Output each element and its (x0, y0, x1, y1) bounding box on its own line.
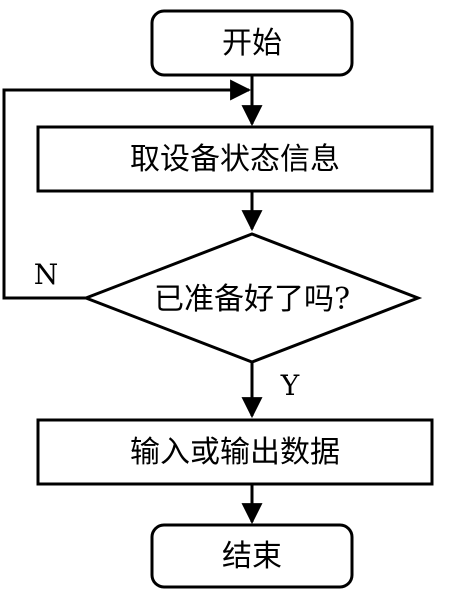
io-label: 输入或输出数据 (130, 435, 340, 470)
get-status-node: 取设备状态信息 (36, 125, 434, 193)
loop-back-line (2, 79, 252, 300)
end-label: 结束 (222, 539, 282, 574)
decision-node: 已准备好了吗? (81, 232, 423, 364)
no-branch-label: N (34, 258, 59, 291)
end-node: 结束 (150, 523, 354, 589)
get-status-label: 取设备状态信息 (130, 142, 340, 177)
start-label: 开始 (222, 26, 282, 61)
io-node: 输入或输出数据 (36, 418, 434, 486)
decision-label: 已准备好了吗? (154, 282, 350, 317)
yes-branch-label: Y (280, 369, 300, 402)
start-node: 开始 (150, 9, 354, 77)
